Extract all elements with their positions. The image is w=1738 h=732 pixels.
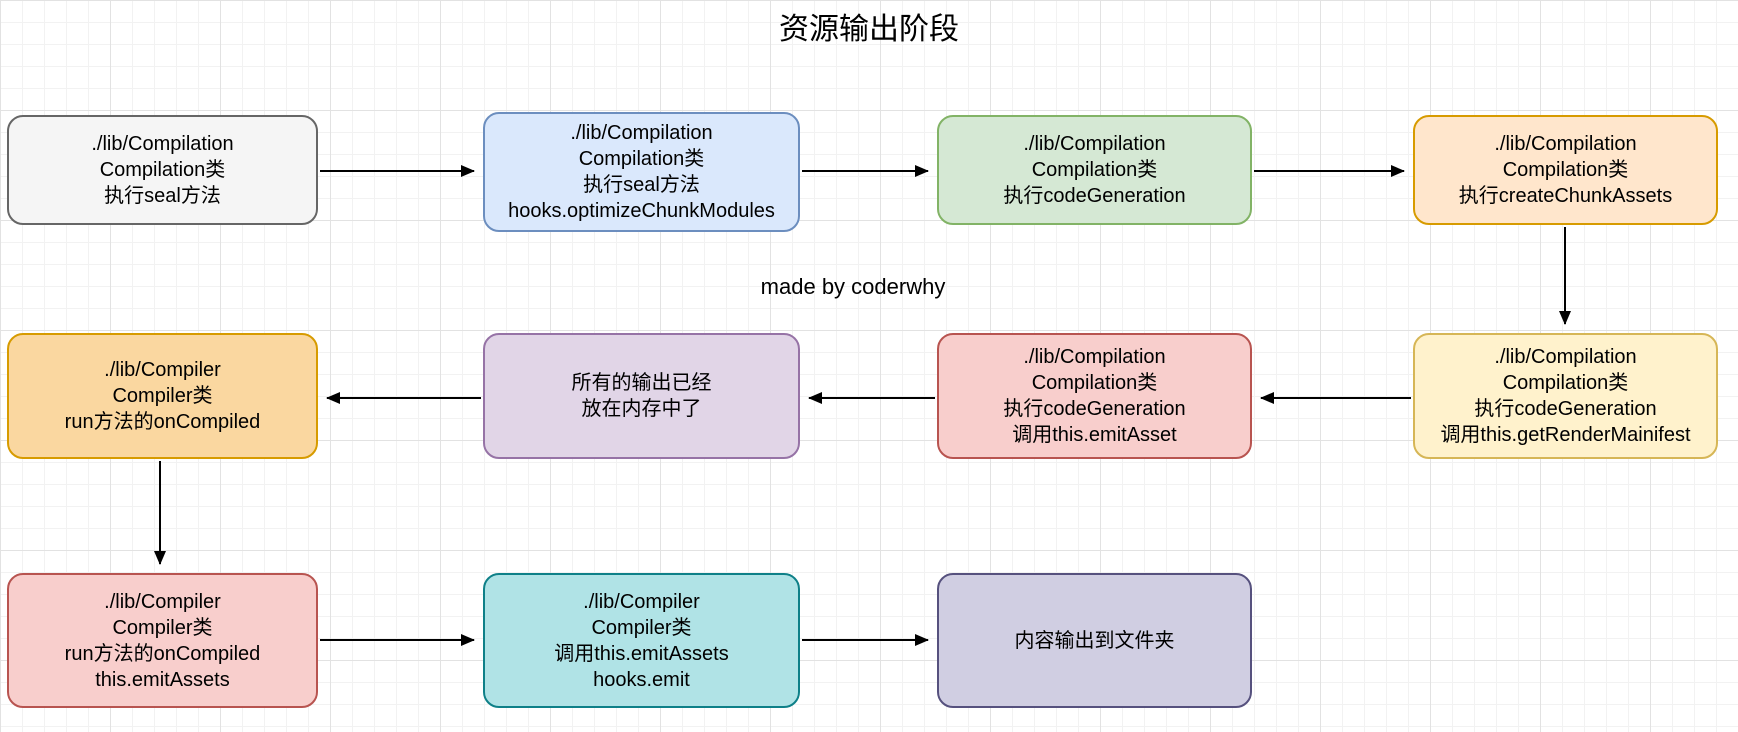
node-label: ./lib/Compiler Compiler类 run方法的onCompile… <box>64 359 261 433</box>
node-label: ./lib/Compiler Compiler类 调用this.emitAsse… <box>554 590 729 691</box>
node-label: ./lib/Compilation Compilation类 执行seal方法 <box>91 133 234 207</box>
watermark-text: made by coderwhy <box>760 274 946 299</box>
node-label: ./lib/Compilation Compilation类 执行codeGen… <box>1440 346 1691 446</box>
node-label: 内容输出到文件夹 <box>1014 629 1175 652</box>
flow-node-compiler-oncompiled-emitassets[interactable]: ./lib/Compiler Compiler类 run方法的onCompile… <box>7 573 318 708</box>
node-label: 所有的输出已经 放在内存中了 <box>571 372 712 420</box>
flow-node-output-to-folder[interactable]: 内容输出到文件夹 <box>937 573 1252 708</box>
flow-node-compilation-codegeneration[interactable]: ./lib/Compilation Compilation类 执行codeGen… <box>937 115 1252 225</box>
flow-node-compiler-hooks-emit[interactable]: ./lib/Compiler Compiler类 调用this.emitAsse… <box>483 573 800 708</box>
flow-node-compilation-getrendermainifest[interactable]: ./lib/Compilation Compilation类 执行codeGen… <box>1413 333 1718 459</box>
flow-node-output-in-memory[interactable]: 所有的输出已经 放在内存中了 <box>483 333 800 459</box>
node-label: ./lib/Compilation Compilation类 执行createC… <box>1458 133 1673 207</box>
flow-node-compiler-oncompiled[interactable]: ./lib/Compiler Compiler类 run方法的onCompile… <box>7 333 318 459</box>
node-label: ./lib/Compilation Compilation类 执行seal方法 … <box>508 122 775 222</box>
node-label: ./lib/Compilation Compilation类 执行codeGen… <box>1003 133 1186 207</box>
flow-node-compilation-emitasset[interactable]: ./lib/Compilation Compilation类 执行codeGen… <box>937 333 1252 459</box>
diagram-title: 资源输出阶段 <box>779 13 959 46</box>
node-label: ./lib/Compilation Compilation类 执行codeGen… <box>1003 346 1186 446</box>
flow-node-compilation-seal[interactable]: ./lib/Compilation Compilation类 执行seal方法 <box>7 115 318 225</box>
flow-node-compilation-seal-hooks-optimize[interactable]: ./lib/Compilation Compilation类 执行seal方法 … <box>483 112 800 232</box>
flow-node-compilation-createchunkassets[interactable]: ./lib/Compilation Compilation类 执行createC… <box>1413 115 1718 225</box>
node-label: ./lib/Compiler Compiler类 run方法的onCompile… <box>64 590 261 691</box>
